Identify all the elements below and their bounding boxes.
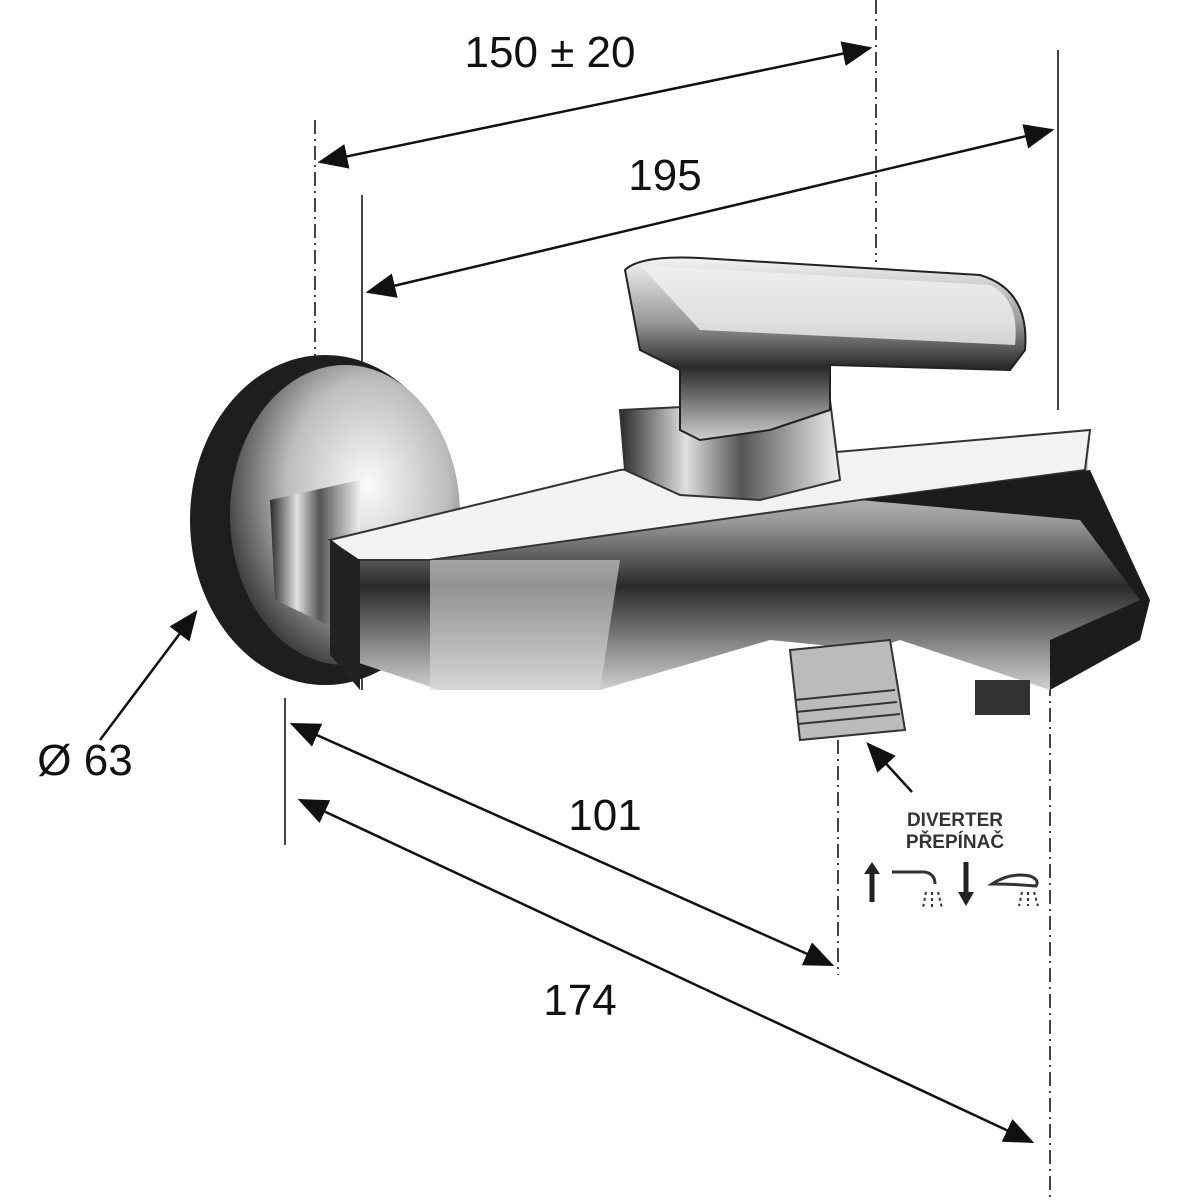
dim-diameter-label: Ø 63 [37, 736, 132, 785]
arrow-up-icon [864, 862, 880, 902]
dim-174-label: 174 [543, 976, 616, 1025]
diverter-pointer [866, 742, 913, 793]
hand-shower-icon [987, 873, 1039, 907]
diverter-label-en: DIVERTER [907, 810, 1003, 831]
dim-150-label: 150 ± 20 [465, 28, 636, 77]
diverter-legend: DIVERTER PŘEPÍNAČ [864, 810, 1039, 909]
dim-line-101 [289, 722, 835, 967]
dim-line-diameter [99, 610, 198, 741]
diverter-label-cz: PŘEPÍNAČ [906, 831, 1004, 853]
bath-spout-icon [892, 870, 943, 909]
dim-195-label: 195 [628, 151, 701, 200]
faucet-illustration [190, 256, 1150, 742]
dim-line-174 [297, 798, 1035, 1144]
dim-line-195 [365, 124, 1055, 298]
dim-101-label: 101 [568, 791, 641, 840]
arrow-down-icon [958, 862, 974, 906]
dimension-lines [99, 41, 1055, 1144]
